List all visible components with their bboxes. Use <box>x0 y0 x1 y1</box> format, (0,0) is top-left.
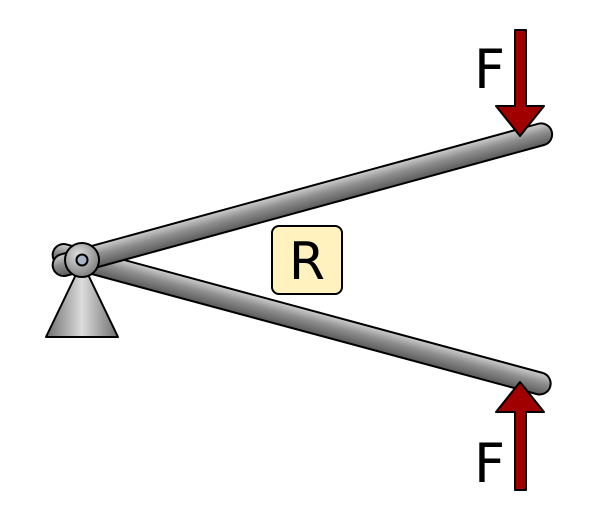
pivot-base <box>45 261 119 338</box>
force-arrow-bottom <box>495 381 545 491</box>
upper-rod <box>51 122 554 278</box>
pivot-pin <box>75 253 89 267</box>
force-arrow-top <box>495 29 545 137</box>
center-label-box <box>271 225 343 295</box>
force-label-top: F <box>474 38 505 101</box>
center-label: R <box>289 232 325 292</box>
lower-rod <box>51 243 552 396</box>
force-label-bottom: F <box>474 432 505 495</box>
